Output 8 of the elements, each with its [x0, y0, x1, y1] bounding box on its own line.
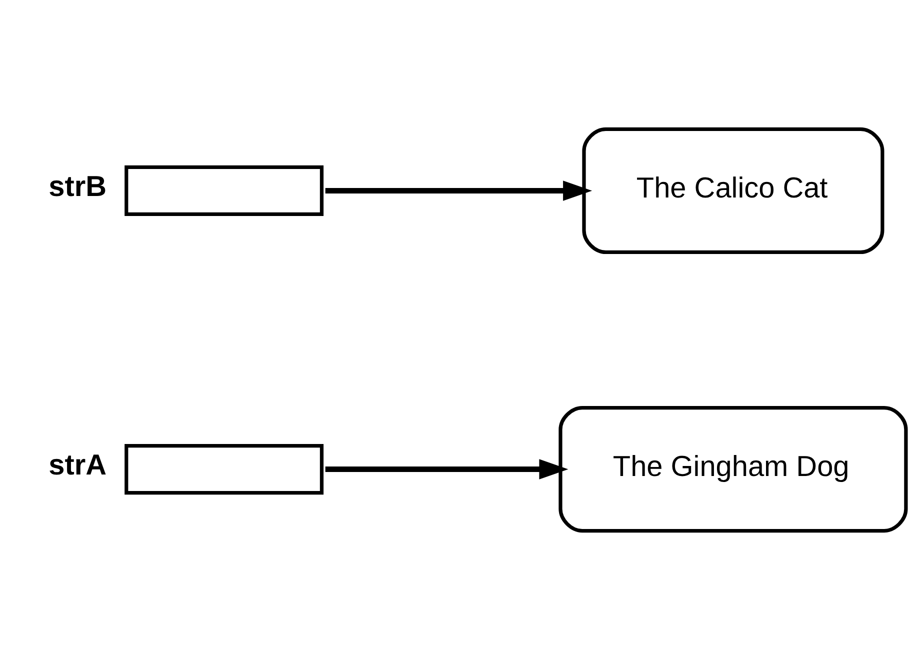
node-box: The Gingham Dog [558, 406, 908, 533]
node-box: The Calico Cat [582, 127, 884, 254]
node-box [124, 165, 324, 216]
arrow [325, 180, 592, 201]
node-label: strA [48, 449, 106, 482]
arrow [325, 459, 568, 480]
node-label: strB [48, 170, 106, 203]
node-box [124, 444, 324, 495]
